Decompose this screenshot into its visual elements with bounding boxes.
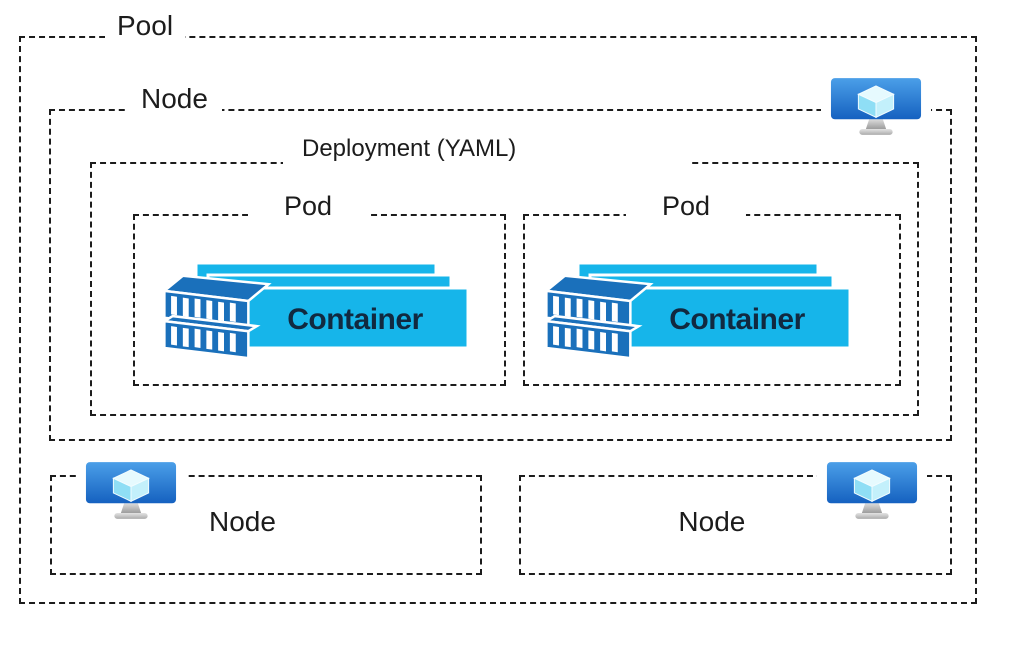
container-stack-icon: Container: [161, 260, 473, 366]
bottom-node-label-1: Node: [208, 506, 276, 538]
deployment-label: Deployment (YAML): [302, 135, 517, 162]
vm-monitor-icon: [821, 77, 931, 138]
deployment-border-gap: [283, 160, 689, 168]
pool-box: Pool Node Deployment (YAML) Pod Containe…: [19, 11, 977, 604]
pod-box-2: Pod Container: [523, 191, 901, 386]
top-node-box: Node Deployment (YAML) Pod Container: [49, 77, 952, 441]
bottom-node-box-1: Node: [50, 461, 482, 575]
container-label-2: Container: [669, 303, 805, 336]
pod-label-2: Pod: [625, 191, 747, 221]
vm-monitor-icon: [76, 461, 186, 522]
container-stack-icon: Container: [543, 260, 855, 366]
pod-label-1: Pod: [247, 191, 369, 221]
deployment-box: Deployment (YAML) Pod Container Pod Cont…: [90, 135, 919, 416]
pool-label: Pool: [105, 11, 186, 41]
bottom-node-label-2: Node: [678, 506, 746, 538]
vm-monitor-icon: [817, 461, 927, 522]
container-label-1: Container: [287, 303, 423, 336]
pod-box-1: Pod Container: [133, 191, 506, 386]
top-node-label: Node: [127, 84, 222, 114]
bottom-node-box-2: Node: [519, 461, 952, 575]
